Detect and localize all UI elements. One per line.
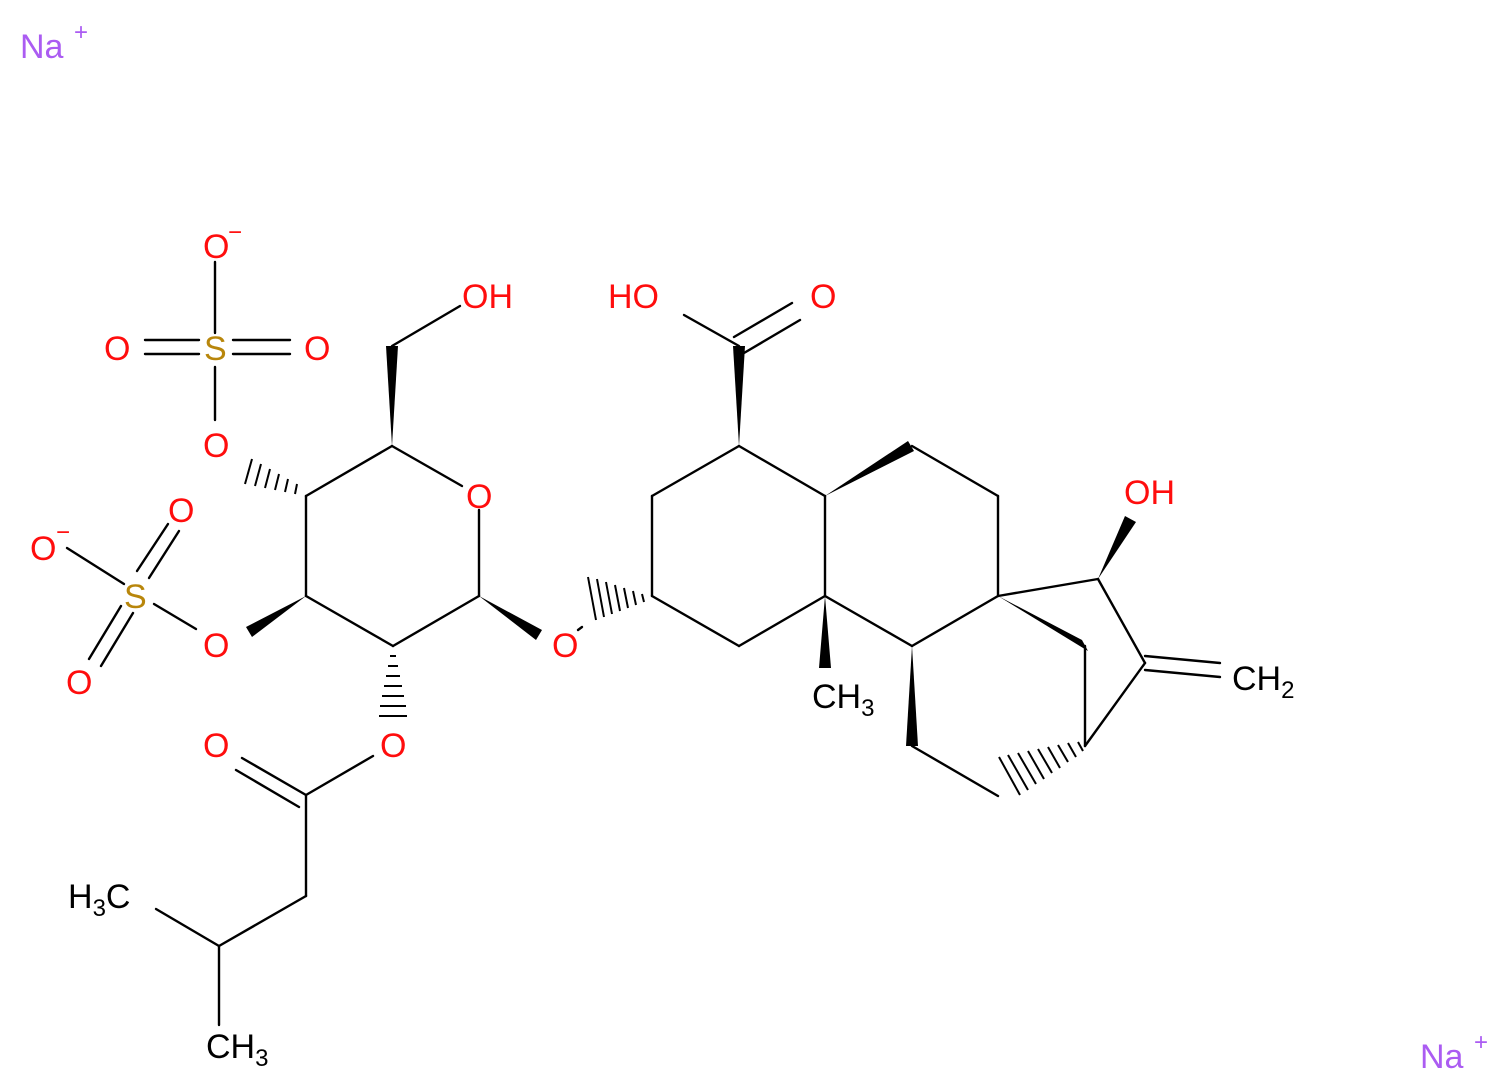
hash-c4-o bbox=[244, 458, 298, 495]
hash-a-o bbox=[587, 576, 645, 621]
carboxyl-ho: HO bbox=[608, 278, 659, 316]
bond-a4 bbox=[737, 594, 827, 648]
bond-a1 bbox=[650, 444, 741, 498]
wedge-oh-right bbox=[1098, 516, 1136, 579]
bond-c4 bbox=[1083, 661, 1147, 748]
sulfate1-o-bridge: O bbox=[203, 427, 229, 465]
sulfate2-o-minus-charge: − bbox=[56, 519, 70, 546]
bond-c2 bbox=[996, 577, 1100, 598]
bond-glyco-o-right bbox=[576, 625, 584, 632]
glycosidic-oxygen: O bbox=[552, 627, 578, 665]
sulfate1-o-right: O bbox=[304, 330, 330, 368]
ch3-methyl-bottom: CH3 bbox=[206, 1028, 268, 1072]
sulfate2-s: S bbox=[124, 578, 147, 616]
bond-ring-c5-o bbox=[390, 444, 464, 488]
sulfate1-o-minus-charge: − bbox=[228, 219, 242, 246]
sodium-ion-bottom: Na bbox=[1420, 1038, 1464, 1076]
bond-b3 bbox=[910, 594, 1000, 648]
bond-ch2-oh bbox=[390, 304, 462, 348]
h3c-methyl-left: H3C bbox=[68, 878, 130, 922]
methylene-ch2: CH2 bbox=[1232, 660, 1294, 704]
bond-ring-c1-c2 bbox=[391, 594, 481, 648]
sulfate1-s: S bbox=[204, 330, 227, 368]
wedge-998-1085 bbox=[998, 596, 1088, 651]
bond-s2-o-bottom-a bbox=[87, 604, 123, 661]
bond-chain-2 bbox=[217, 894, 308, 948]
ring-oxygen: O bbox=[466, 478, 492, 516]
bond-c3 bbox=[1096, 577, 1147, 665]
bond-ring-c4-c5 bbox=[304, 444, 394, 498]
wedge-a-cooh bbox=[733, 346, 745, 446]
bond-a6 bbox=[737, 444, 827, 498]
sulfate1-o-left: O bbox=[104, 330, 130, 368]
wedge-c1-o bbox=[479, 596, 542, 640]
bond-s2-o-bridge bbox=[152, 602, 198, 631]
sulfate2-o-bottom: O bbox=[66, 664, 92, 702]
bonds bbox=[65, 260, 1222, 1027]
bond-ester-o-c bbox=[304, 754, 375, 797]
bond-b1 bbox=[910, 444, 1000, 498]
bond-methylene-a bbox=[1143, 654, 1222, 665]
bond-b4 bbox=[823, 594, 914, 648]
bond-a3 bbox=[650, 594, 741, 648]
bond-s2-o-top-a bbox=[135, 522, 170, 573]
atom-labels: Na + Na + O − O S O O O − O S O O OH O O… bbox=[20, 19, 1488, 1076]
sulfate2-o-minus: O bbox=[30, 530, 56, 568]
wedge-a-b bbox=[825, 441, 914, 496]
hash-c2-o bbox=[379, 655, 407, 717]
bond-s2-o-bottom-b bbox=[99, 611, 135, 668]
ch3-methyl-ring: CH3 bbox=[812, 678, 874, 722]
sodium-ion-top-charge: + bbox=[74, 19, 88, 46]
bond-cooh-oh bbox=[682, 313, 741, 348]
bond-s2-o-top-b bbox=[147, 529, 181, 580]
wedge-c3-o bbox=[246, 596, 306, 637]
carboxyl-o: O bbox=[810, 278, 836, 316]
bond-ester-dbl-a bbox=[240, 756, 308, 797]
wedge-c5-ch2 bbox=[386, 346, 398, 446]
ester-oxygen-single: O bbox=[380, 727, 406, 765]
hydroxyl-right: OH bbox=[1124, 474, 1175, 512]
ester-oxygen-double: O bbox=[203, 727, 229, 765]
bond-cooh-dbl-a bbox=[732, 301, 794, 339]
bond-ring-c2-c3 bbox=[304, 594, 395, 648]
hash-cage bbox=[998, 741, 1084, 796]
bond-s2-o-minus bbox=[65, 546, 126, 586]
sulfate1-o-minus: O bbox=[203, 228, 229, 266]
bond-cooh-dbl-b bbox=[742, 318, 802, 355]
bond-chain-3 bbox=[154, 907, 221, 948]
wedge-bonds bbox=[246, 346, 1136, 746]
bond-c1 bbox=[910, 744, 1000, 798]
ch2-oh-label: OH bbox=[462, 278, 513, 316]
sulfate2-o-top: O bbox=[168, 492, 194, 530]
bond-ester-dbl-b bbox=[234, 768, 301, 809]
wedge-912-746 bbox=[906, 646, 918, 746]
wedge-ch3 bbox=[819, 596, 831, 668]
sodium-ion-top: Na bbox=[20, 28, 64, 66]
sulfate2-o-bridge: O bbox=[203, 627, 229, 665]
hashed-bonds bbox=[244, 458, 1084, 796]
bond-methylene-b bbox=[1143, 668, 1222, 679]
sodium-ion-bottom-charge: + bbox=[1474, 1029, 1488, 1056]
